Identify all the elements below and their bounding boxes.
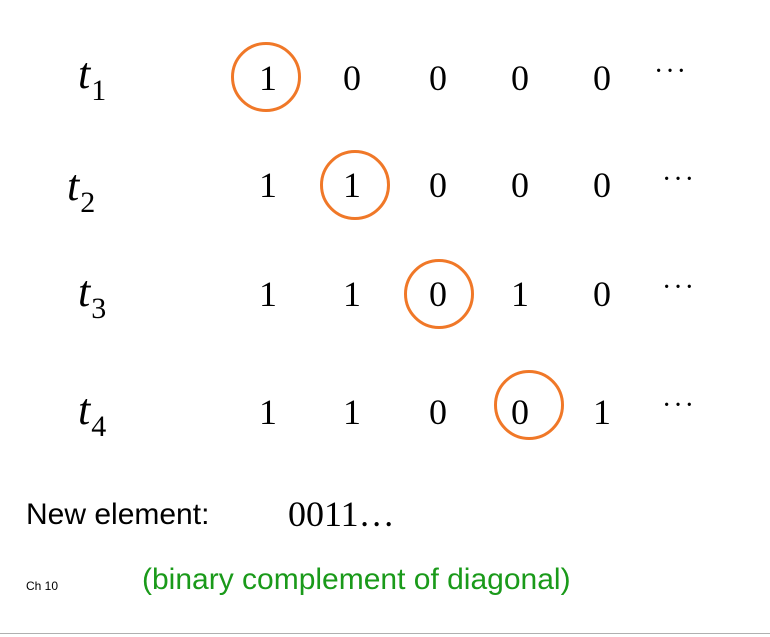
row4-cell3: 0 [429,392,447,432]
row4-cell1: 1 [259,392,277,432]
row2-cell5: 0 [593,165,611,205]
bottom-divider [0,633,770,634]
row-label-t2: t2 [67,161,95,218]
new-element-label: New element: [26,498,210,531]
complement-note: (binary complement of diagonal) [142,563,571,596]
row2-cell1: 1 [259,165,277,205]
row3-cell2: 1 [343,274,361,314]
row2-cell3: 0 [429,165,447,205]
row-label-subscript: 2 [80,186,96,219]
row1-cell4: 0 [511,58,529,98]
diagonal-circle-1 [231,42,301,112]
row-label-subscript: 1 [91,74,107,107]
row2-ellipsis: ··· [662,164,696,195]
row3-cell1: 1 [259,274,277,314]
row4-ellipsis: ··· [662,390,696,421]
row3-cell5: 0 [593,274,611,314]
row1-ellipsis: ··· [654,56,688,87]
diagonal-circle-2 [320,150,390,220]
chapter-footer: Ch 10 [26,579,59,593]
row1-cell2: 0 [343,58,361,98]
row4-cell5: 1 [593,392,611,432]
row-label-letter: t [78,385,91,434]
row3-cell4: 1 [511,274,529,314]
row-label-letter: t [78,49,91,98]
row-label-subscript: 4 [91,410,107,443]
row-label-t1: t1 [78,49,106,106]
row-label-subscript: 3 [91,292,107,325]
row-label-letter: t [67,161,80,210]
diagonal-circle-4 [494,370,564,440]
row3-ellipsis: ··· [662,272,696,303]
row-label-t3: t3 [78,267,106,324]
row4-cell2: 1 [343,392,361,432]
diagonal-circle-3 [404,259,474,329]
new-element-value: 0011… [288,494,395,534]
row-label-letter: t [78,267,91,316]
row-label-t4: t4 [78,385,106,442]
row2-cell4: 0 [511,165,529,205]
row1-cell5: 0 [593,58,611,98]
row1-cell3: 0 [429,58,447,98]
